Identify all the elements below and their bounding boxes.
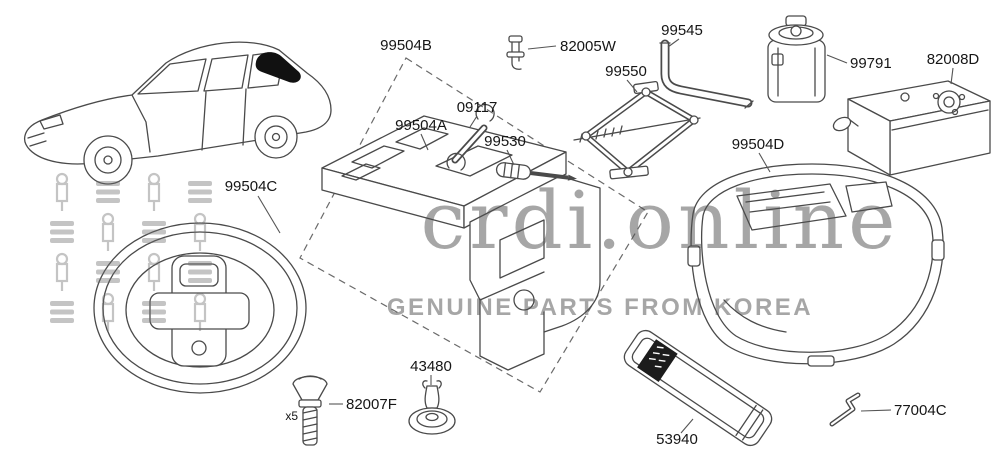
part-label-99504D: 99504D xyxy=(732,136,785,153)
leader-lines xyxy=(257,38,954,434)
case-label-band xyxy=(637,339,678,382)
car-illustration xyxy=(24,41,332,185)
part-label-99504A: 99504A xyxy=(395,117,447,134)
part-label-99550: 99550 xyxy=(605,63,647,80)
leader-line xyxy=(758,152,771,173)
hook-bolt-82005W xyxy=(506,35,525,70)
part-label-43480: 43480 xyxy=(410,358,452,375)
wrench-09117 xyxy=(446,103,495,171)
part-label-99545: 99545 xyxy=(661,22,703,39)
leader-line xyxy=(420,133,429,151)
leader-line xyxy=(626,79,638,93)
leader-line xyxy=(257,195,281,234)
foam-tray-99504A xyxy=(321,115,601,371)
part-labels: 99504B 82005W 99545 99550 99791 82008D 0… xyxy=(225,22,980,448)
leader-line xyxy=(826,54,848,64)
leader-line xyxy=(950,67,954,85)
triangle-case-53940 xyxy=(623,329,773,447)
part-label-82007F: 82007F xyxy=(346,396,397,413)
compressor-bottle-99791 xyxy=(767,15,826,103)
part-label-99504C: 99504C xyxy=(225,178,278,195)
leader-line xyxy=(527,45,557,50)
tire-kit-box-82008D xyxy=(832,80,991,176)
part-label-77004C: 77004C xyxy=(894,402,947,419)
car-body xyxy=(24,41,332,165)
jack-handle-99545 xyxy=(659,39,754,109)
location-marker xyxy=(255,52,301,83)
part-qty-82007F: x5 xyxy=(285,409,298,423)
car-front-wheel xyxy=(83,135,133,185)
leader-line xyxy=(680,418,694,434)
grommet-43480 xyxy=(408,380,456,435)
watermark: crdi.online GENUINE PARTS FROM KOREA xyxy=(50,172,900,333)
scissor-jack-99550 xyxy=(573,80,701,180)
part-label-82005W: 82005W xyxy=(560,38,617,55)
dashed-boundary-99504B xyxy=(299,57,649,393)
car-rear-wheel xyxy=(254,115,298,159)
part-label-99791: 99791 xyxy=(850,55,892,72)
part-label-53940: 53940 xyxy=(656,431,698,448)
part-label-82008D: 82008D xyxy=(927,51,980,68)
tool-77004C xyxy=(829,392,861,427)
part-label-09117: 09117 xyxy=(457,99,498,116)
screwdriver-99530 xyxy=(495,162,578,181)
foam-tub-99504D xyxy=(687,163,945,367)
watermark-main-text: crdi.online xyxy=(421,174,900,267)
part-label-99504B: 99504B xyxy=(380,37,432,54)
leader-line xyxy=(506,149,515,166)
watermark-sub-text: GENUINE PARTS FROM KOREA xyxy=(387,294,813,321)
part-label-99530: 99530 xyxy=(484,133,526,150)
leader-line xyxy=(469,115,478,128)
leader-line xyxy=(667,38,680,48)
leader-line xyxy=(860,409,892,412)
bolt-82007F xyxy=(292,375,328,446)
